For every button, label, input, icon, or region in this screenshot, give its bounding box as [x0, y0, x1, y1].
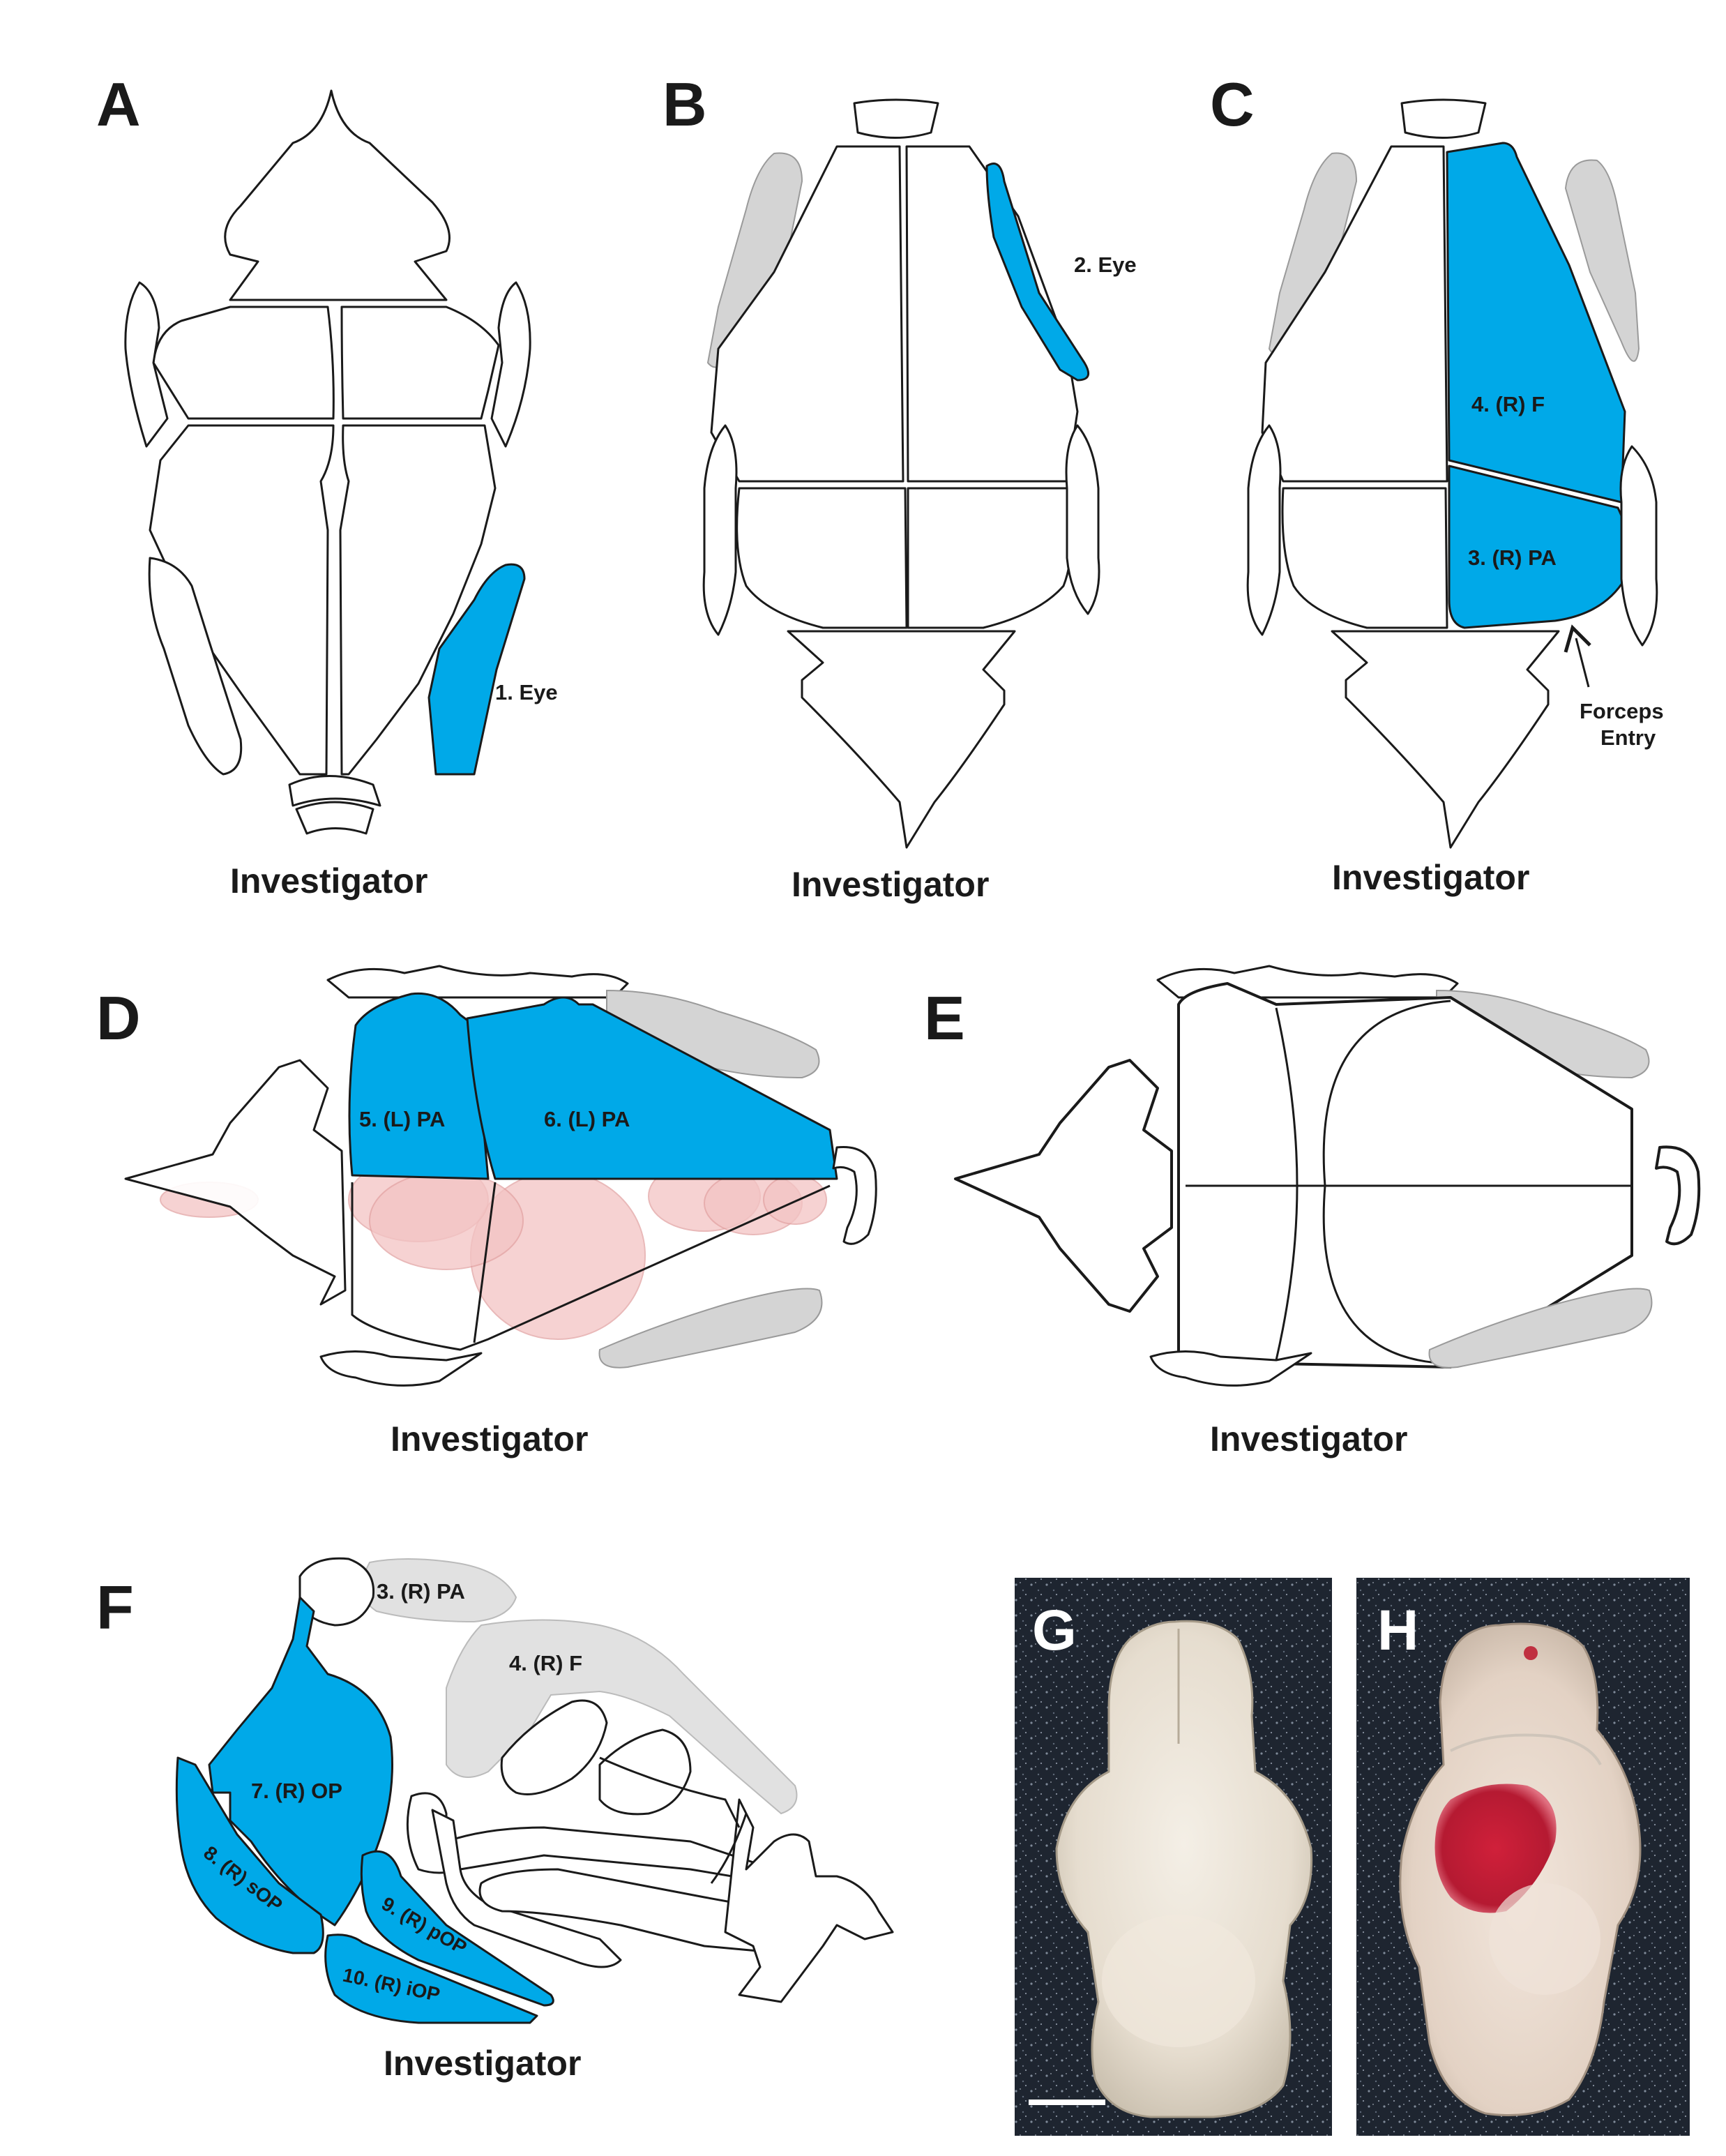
- e-bottom-arch: [1149, 1350, 1312, 1387]
- e-mouth-cap: [1655, 1145, 1701, 1246]
- panel-letter-f: F: [96, 1573, 134, 1642]
- right-lateral-strip: [490, 281, 531, 448]
- d-bone-6-label: 6. (L) PA: [544, 1107, 630, 1131]
- panel-e: E Investigator: [924, 965, 1701, 1458]
- d-bottom-arch: [319, 1350, 483, 1387]
- d-brain-silhouette: [160, 1157, 827, 1340]
- d-bone-5-highlight: [348, 992, 490, 1180]
- f-pa-label: 3. (R) PA: [377, 1579, 465, 1604]
- photo-h-blood-spot: [1524, 1646, 1538, 1660]
- panel-b-caption: Investigator: [792, 865, 989, 904]
- forceps-arrow-head: [1564, 624, 1591, 653]
- f-rear-bones: [724, 1798, 894, 2003]
- panel-letter-b: B: [663, 70, 707, 139]
- f-orbit-window-2: [598, 1728, 692, 1816]
- b-left-parietal: [736, 487, 908, 629]
- e-snout: [954, 1059, 1173, 1313]
- eye-2-highlight: [985, 163, 1090, 382]
- f-jaw-bone-1: [406, 1792, 775, 1885]
- f-sop-highlight: [175, 1756, 324, 1954]
- e-suture-mid: [1322, 1000, 1451, 1365]
- c-right-cheek: [1619, 445, 1658, 647]
- photo-h-hemorrhage: [1434, 1784, 1557, 1913]
- photo-h-cerebellum: [1489, 1883, 1600, 1995]
- forceps-label-line2: Entry: [1600, 725, 1656, 750]
- c-right-eye: [1564, 159, 1640, 362]
- lower-jaw-arch: [295, 801, 374, 835]
- panel-d: D 5. (L) PA 6. (L) PA Investigator: [96, 965, 877, 1458]
- e-bottom-eye: [1428, 1288, 1653, 1369]
- panel-a: A 1. Eye Investigator: [96, 70, 558, 900]
- left-parietal-bone: [149, 424, 335, 776]
- panel-e-caption: Investigator: [1210, 1419, 1407, 1458]
- b-right-parietal: [907, 487, 1073, 629]
- panel-letter-a: A: [96, 70, 141, 139]
- photo-g-cerebellum: [1102, 1915, 1255, 2047]
- panel-c: C 4. (R) F 3. (R) PA Forceps Entry Inves…: [1210, 70, 1664, 897]
- c-left-parietal: [1281, 487, 1448, 629]
- b-nose-cap: [853, 98, 939, 139]
- f-ghost-f: [446, 1619, 798, 1815]
- d-lower-outline: [351, 1182, 831, 1351]
- b-left-cheek: [702, 424, 738, 636]
- f-orbit-window-1: [500, 1699, 608, 1795]
- panel-d-caption: Investigator: [391, 1419, 588, 1458]
- right-frontal-bone: [340, 306, 500, 420]
- panel-h-photo: H: [1356, 1578, 1690, 2136]
- f-iop-highlight: [324, 1933, 538, 2024]
- d-bottom-eye: [598, 1288, 823, 1369]
- right-parietal-bone: [339, 424, 497, 776]
- f-op-label: 7. (R) OP: [251, 1779, 342, 1803]
- f-jaw-bone-3: [478, 1868, 803, 1954]
- photo-h-olfactory-edge: [1450, 1733, 1602, 1765]
- mouth-arch: [288, 775, 381, 807]
- eye-2-label: 2. Eye: [1074, 252, 1137, 277]
- left-frontal-bone: [152, 306, 335, 420]
- panel-letter-d: D: [96, 983, 141, 1053]
- d-snout: [124, 1059, 347, 1306]
- panel-f: F 3. (R) PA 4. (R) F 7. (R) OP 8. (R) sO…: [96, 1557, 894, 2083]
- c-occipital: [1331, 630, 1560, 849]
- forceps-arrow-shaft: [1575, 638, 1590, 688]
- f-f-label: 4. (R) F: [509, 1651, 582, 1675]
- f-jaw-bone-2: [431, 1809, 622, 1968]
- b-right-frontal: [905, 145, 1079, 483]
- b-occipital: [787, 630, 1016, 849]
- panel-f-caption: Investigator: [384, 2044, 581, 2083]
- f-eye-circle: [298, 1557, 375, 1627]
- panel-b: B 2. Eye Investigator: [663, 70, 1137, 904]
- f-outline-curve: [599, 1756, 748, 1884]
- c-nose-cap: [1400, 98, 1487, 139]
- left-lateral-strip-top: [124, 281, 169, 448]
- c-left-cheek: [1246, 424, 1282, 636]
- forceps-label-line1: Forceps: [1580, 699, 1664, 723]
- panel-g-photo: G: [1015, 1578, 1332, 2136]
- d-bone-6-highlight: [466, 996, 838, 1180]
- panel-letter-c: C: [1210, 70, 1255, 139]
- d-mouth-cap: [832, 1145, 877, 1245]
- b-right-cheek: [1065, 424, 1100, 615]
- eye-1-highlight: [427, 563, 526, 776]
- e-suture-left: [1275, 1007, 1299, 1361]
- panel-letter-e: E: [924, 983, 965, 1053]
- c-right-frontal-highlight: [1446, 142, 1626, 504]
- c-parietal-label: 3. (R) PA: [1468, 545, 1557, 570]
- d-top-arch: [326, 965, 629, 999]
- panel-letter-h: H: [1377, 1599, 1418, 1662]
- left-lateral-strip-bottom: [148, 557, 243, 776]
- photo-g-scale-bar: [1029, 2100, 1105, 2105]
- f-ghost-pa: [360, 1558, 517, 1623]
- d-bone-5-label: 5. (L) PA: [359, 1107, 445, 1131]
- panel-a-caption: Investigator: [230, 861, 427, 900]
- panel-c-caption: Investigator: [1332, 858, 1529, 897]
- f-pop-highlight: [360, 1850, 554, 2007]
- c-frontal-label: 4. (R) F: [1471, 392, 1545, 416]
- ethmoid-bone: [224, 89, 451, 301]
- eye-1-label: 1. Eye: [495, 680, 558, 704]
- panel-letter-g: G: [1032, 1599, 1077, 1662]
